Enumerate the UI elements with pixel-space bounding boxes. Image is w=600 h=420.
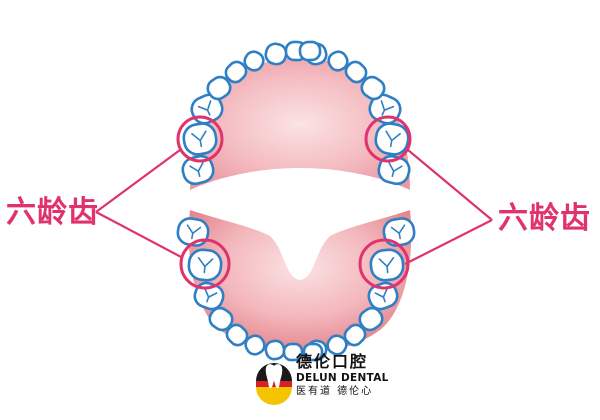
callout-label-right: 六龄齿	[498, 201, 591, 236]
lower-tooth-right-8	[302, 342, 324, 362]
lower-tooth-left-3	[193, 281, 225, 311]
lower-tooth-left-2	[187, 248, 223, 282]
molar-highlight-circle-lower-left	[179, 238, 231, 290]
upper-tooth-left-2	[182, 122, 218, 156]
upper-tooth-left-4	[206, 75, 232, 101]
molar-highlight-circle-lower-right	[358, 238, 410, 290]
upper-tooth-left-1	[181, 154, 215, 186]
lower-tooth-right-4	[358, 306, 384, 332]
lower-tooth-left-6	[244, 334, 266, 356]
lower-tooth-right-3	[367, 281, 399, 311]
callout-line-right-lower	[404, 219, 493, 265]
lower-dental-arch	[176, 210, 416, 362]
upper-dental-arch	[181, 40, 411, 190]
tooth-logo-icon	[256, 363, 292, 405]
lower-tooth-left-5	[225, 323, 249, 347]
upper-tooth-right-6	[327, 50, 349, 72]
molar-highlights	[176, 115, 412, 290]
brand-name-chinese: 德伦口腔	[296, 352, 369, 371]
callout-line-left-upper	[95, 149, 181, 213]
lower-tooth-left-4	[208, 306, 234, 332]
lower-tooth-right-2	[369, 248, 405, 282]
lower-tooth-left-8	[282, 342, 304, 362]
lower-tooth-right-6	[326, 334, 348, 356]
upper-tooth-right-1	[377, 154, 411, 186]
upper-tooth-left-7	[264, 42, 288, 66]
upper-tooth-right-5	[344, 60, 368, 84]
upper-tooth-left-5	[224, 60, 248, 84]
lower-gum	[188, 210, 412, 352]
lower-tooth-right-1	[382, 217, 416, 247]
molar-highlight-circle-upper-right	[364, 115, 412, 163]
brand-logo: 德伦口腔 DELUN DENTAL 医有道 德伦心	[296, 352, 396, 412]
upper-tooth-right-2	[374, 122, 410, 156]
molar-highlight-circle-upper-left	[176, 115, 224, 163]
brand-name-english: DELUN DENTAL	[296, 372, 389, 384]
callout-line-left-lower	[95, 211, 184, 259]
upper-tooth-right-8	[298, 40, 322, 62]
upper-palate	[190, 58, 410, 190]
callout-lines	[95, 149, 493, 265]
callout-label-left: 六龄齿	[6, 195, 99, 230]
callout-line-right-upper	[407, 149, 493, 221]
lower-tooth-right-5	[343, 323, 367, 347]
upper-tooth-left-6	[243, 50, 265, 72]
upper-tooth-right-4	[360, 75, 386, 101]
lower-teeth	[176, 217, 416, 362]
brand-slogan: 医有道 德伦心	[296, 386, 374, 397]
